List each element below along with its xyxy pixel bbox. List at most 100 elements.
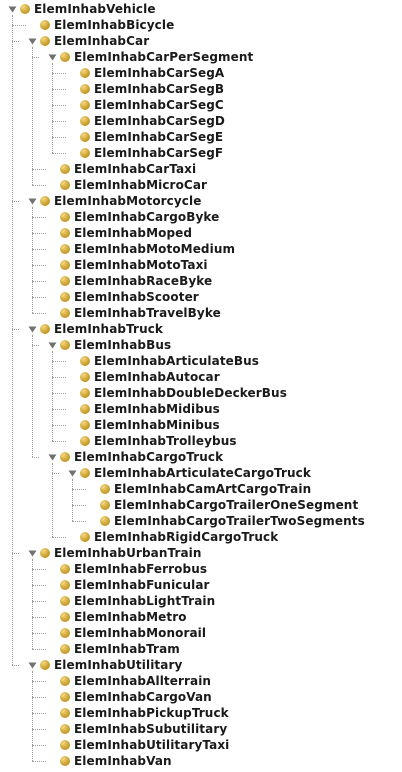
tree-node-elem-inhab-van[interactable]: ElemInhabVan: [47, 753, 172, 769]
class-node-icon: [40, 196, 50, 206]
tree-connector-horizontal: [32, 745, 46, 746]
tree-node-elem-inhab-articulate-cargo-truck[interactable]: ElemInhabArticulateCargoTruck: [67, 465, 311, 481]
tree-connector-horizontal: [12, 25, 26, 26]
tree-connector-vertical: [72, 479, 73, 521]
tree-connector-horizontal: [32, 345, 39, 346]
tree-node-elem-inhab-race-byke[interactable]: ElemInhabRaceByke: [47, 273, 212, 289]
tree-node-elem-inhab-light-train[interactable]: ElemInhabLightTrain: [47, 593, 215, 609]
tree-node-label: ElemInhabTravelByke: [74, 306, 221, 320]
tree-connector-horizontal: [52, 393, 66, 394]
tree-node-label: ElemInhabCargoByke: [74, 210, 220, 224]
tree-node-elem-inhab-car-seg-e[interactable]: ElemInhabCarSegE: [67, 129, 223, 145]
expand-triangle-icon[interactable]: [27, 324, 37, 334]
tree-node-elem-inhab-articulate-bus[interactable]: ElemInhabArticulateBus: [67, 353, 259, 369]
tree-node-elem-inhab-ferrobus[interactable]: ElemInhabFerrobus: [47, 561, 207, 577]
class-node-icon: [100, 516, 110, 526]
tree-connector-horizontal: [12, 553, 19, 554]
tree-node-label: ElemInhabAutocar: [94, 370, 220, 384]
expand-triangle-icon[interactable]: [27, 660, 37, 670]
tree-node-elem-inhab-bicycle[interactable]: ElemInhabBicycle: [27, 17, 174, 33]
class-node-icon: [60, 164, 70, 174]
tree-node-elem-inhab-subutilitary[interactable]: ElemInhabSubutilitary: [47, 721, 227, 737]
tree-node-elem-inhab-metro[interactable]: ElemInhabMetro: [47, 609, 187, 625]
tree-node-elem-inhab-minibus[interactable]: ElemInhabMinibus: [67, 417, 220, 433]
tree-node-elem-inhab-bus[interactable]: ElemInhabBus: [47, 337, 171, 353]
tree-node-elem-inhab-cargo-truck[interactable]: ElemInhabCargoTruck: [47, 449, 223, 465]
tree-node-elem-inhab-car-per-segment[interactable]: ElemInhabCarPerSegment: [47, 49, 253, 65]
tree-node-label: ElemInhabUtilitary: [54, 658, 183, 672]
expand-triangle-icon[interactable]: [47, 452, 57, 462]
expand-triangle-icon[interactable]: [67, 468, 77, 478]
tree-node-label: ElemInhabMicroCar: [74, 178, 208, 192]
tree-connector-horizontal: [32, 57, 39, 58]
tree-node-elem-inhab-car-taxi[interactable]: ElemInhabCarTaxi: [47, 161, 196, 177]
tree-node-elem-inhab-moto-taxi[interactable]: ElemInhabMotoTaxi: [47, 257, 208, 273]
class-node-icon: [60, 708, 70, 718]
expand-triangle-icon[interactable]: [27, 548, 37, 558]
tree-node-elem-inhab-car[interactable]: ElemInhabCar: [27, 33, 149, 49]
expand-triangle-icon[interactable]: [47, 52, 57, 62]
tree-connector-horizontal: [52, 153, 66, 154]
tree-node-elem-inhab-car-seg-a[interactable]: ElemInhabCarSegA: [67, 65, 224, 81]
tree-node-label: ElemInhabMoped: [74, 226, 193, 240]
expand-triangle-icon[interactable]: [7, 4, 17, 14]
tree-node-elem-inhab-double-decker-bus[interactable]: ElemInhabDoubleDeckerBus: [67, 385, 287, 401]
expand-triangle-icon[interactable]: [27, 196, 37, 206]
tree-node-elem-inhab-midibus[interactable]: ElemInhabMidibus: [67, 401, 220, 417]
tree-node-elem-inhab-travel-byke[interactable]: ElemInhabTravelByke: [47, 305, 221, 321]
tree-node-label: ElemInhabTrolleybus: [94, 434, 237, 448]
tree-node-label: ElemInhabCar: [54, 34, 150, 48]
tree-node-elem-inhab-utilitary-taxi[interactable]: ElemInhabUtilitaryTaxi: [47, 737, 229, 753]
tree-connector-vertical: [32, 335, 33, 457]
class-node-icon: [40, 20, 50, 30]
class-node-icon: [60, 340, 70, 350]
tree-node-elem-inhab-cargo-trailer-one-segment[interactable]: ElemInhabCargoTrailerOneSegment: [87, 497, 358, 513]
tree-node-elem-inhab-car-seg-d[interactable]: ElemInhabCarSegD: [67, 113, 225, 129]
tree-node-elem-inhab-truck[interactable]: ElemInhabTruck: [27, 321, 163, 337]
tree-node-label: ElemInhabVan: [74, 754, 172, 768]
tree-connector-vertical: [32, 47, 33, 185]
tree-node-elem-inhab-moped[interactable]: ElemInhabMoped: [47, 225, 192, 241]
tree-node-elem-inhab-tram[interactable]: ElemInhabTram: [47, 641, 180, 657]
tree-node-elem-inhab-car-seg-b[interactable]: ElemInhabCarSegB: [67, 81, 224, 97]
tree-node-elem-inhab-cargo-van[interactable]: ElemInhabCargoVan: [47, 689, 212, 705]
tree-connector-horizontal: [12, 329, 19, 330]
tree-node-elem-inhab-motorcycle[interactable]: ElemInhabMotorcycle: [27, 193, 201, 209]
tree-connector-horizontal: [12, 41, 19, 42]
tree-node-elem-inhab-allterrain[interactable]: ElemInhabAllterrain: [47, 673, 211, 689]
tree-node-elem-inhab-moto-medium[interactable]: ElemInhabMotoMedium: [47, 241, 235, 257]
tree-node-elem-inhab-monorail[interactable]: ElemInhabMonorail: [47, 625, 206, 641]
tree-node-elem-inhab-cam-art-cargo-train[interactable]: ElemInhabCamArtCargoTrain: [87, 481, 311, 497]
class-node-icon: [40, 548, 50, 558]
tree-connector-horizontal: [52, 361, 66, 362]
tree-node-label: ElemInhabMotorcycle: [54, 194, 202, 208]
expand-triangle-icon[interactable]: [27, 36, 37, 46]
class-node-icon: [80, 100, 90, 110]
tree-node-elem-inhab-scooter[interactable]: ElemInhabScooter: [47, 289, 199, 305]
tree-node-elem-inhab-pickup-truck[interactable]: ElemInhabPickupTruck: [47, 705, 229, 721]
tree-node-elem-inhab-trolleybus[interactable]: ElemInhabTrolleybus: [67, 433, 237, 449]
tree-node-elem-inhab-car-seg-f[interactable]: ElemInhabCarSegF: [67, 145, 223, 161]
tree-node-elem-inhab-vehicle[interactable]: ElemInhabVehicle: [7, 1, 156, 17]
class-node-icon: [60, 756, 70, 766]
tree-node-elem-inhab-funicular[interactable]: ElemInhabFunicular: [47, 577, 210, 593]
tree-connector-horizontal: [32, 313, 46, 314]
tree-node-elem-inhab-cargo-trailer-two-segments[interactable]: ElemInhabCargoTrailerTwoSegments: [87, 513, 365, 529]
tree-node-elem-inhab-utilitary[interactable]: ElemInhabUtilitary: [27, 657, 182, 673]
tree-node-label: ElemInhabCargoTrailerOneSegment: [114, 498, 359, 512]
tree-node-elem-inhab-car-seg-c[interactable]: ElemInhabCarSegC: [67, 97, 224, 113]
class-node-icon: [20, 4, 30, 14]
class-node-icon: [60, 740, 70, 750]
tree-connector-horizontal: [32, 265, 46, 266]
tree-node-elem-inhab-micro-car[interactable]: ElemInhabMicroCar: [47, 177, 207, 193]
tree-node-elem-inhab-cargo-byke[interactable]: ElemInhabCargoByke: [47, 209, 219, 225]
class-node-icon: [80, 388, 90, 398]
tree-node-elem-inhab-urban-train[interactable]: ElemInhabUrbanTrain: [27, 545, 202, 561]
tree-node-elem-inhab-rigid-cargo-truck[interactable]: ElemInhabRigidCargoTruck: [67, 529, 278, 545]
expand-triangle-icon[interactable]: [47, 340, 57, 350]
tree-node-elem-inhab-autocar[interactable]: ElemInhabAutocar: [67, 369, 220, 385]
tree-connector-horizontal: [32, 697, 46, 698]
tree-node-label: ElemInhabRigidCargoTruck: [94, 530, 279, 544]
tree-connector-horizontal: [32, 585, 46, 586]
tree-connector-vertical: [32, 207, 33, 313]
